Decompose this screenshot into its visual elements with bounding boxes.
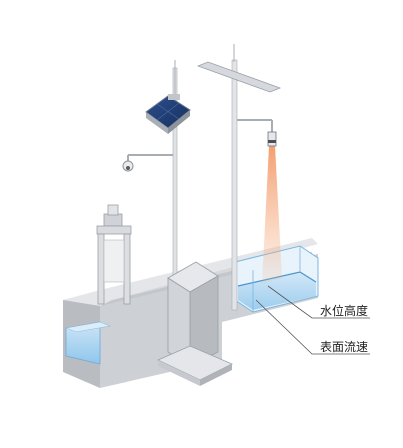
left-water-basin [64,321,112,365]
surface-velocity-label: 表面流速 [320,340,369,354]
radar-beam [262,146,282,284]
water-level-label: 水位高度 [320,304,369,318]
water-level-callout-line [267,285,370,319]
surface-velocity-callout-line [255,299,370,355]
gate-hoist [96,204,132,305]
radar-sensor-icon [267,131,277,147]
ptz-camera-icon [122,160,134,172]
radar-pole [196,44,282,311]
control-cabinet [157,261,233,386]
solar-panel-icon [145,94,191,134]
